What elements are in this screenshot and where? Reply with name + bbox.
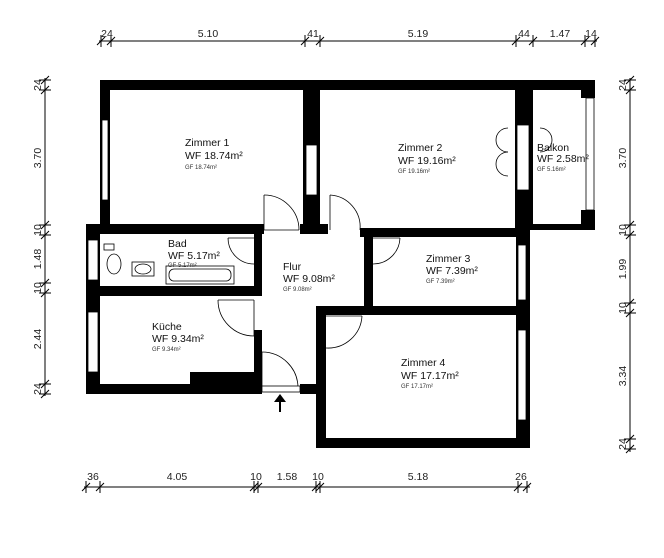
top-dim-4: 5.19 (408, 28, 429, 40)
room-wf: WF 9.34m² (152, 333, 204, 345)
room-name: Küche (152, 321, 182, 333)
room-name: Zimmer 4 (401, 357, 445, 369)
window-zimmer4 (517, 329, 527, 421)
room-name: Bad (168, 238, 187, 250)
room-bad: Bad WF 5.17m² GF 5.17m² (168, 238, 220, 269)
right-dim-3: 10 (617, 224, 629, 236)
room-name: Zimmer 2 (398, 142, 442, 154)
left-dim-4: 1.48 (32, 249, 44, 270)
bottom-dim-5: 10 (312, 471, 324, 483)
room-name: Balkon (537, 142, 569, 154)
door-entrance (261, 351, 301, 393)
window-zimmer3 (517, 244, 527, 301)
right-dim-5: 10 (617, 302, 629, 314)
bottom-dim-4: 1.58 (277, 471, 298, 483)
windows (87, 97, 595, 421)
top-dimension-chain: 24 5.10 41 5.19 44 1.47 14 (96, 28, 600, 47)
left-dim-2: 3.70 (32, 148, 44, 169)
bottom-dim-2: 4.05 (167, 471, 188, 483)
bottom-dim-6: 5.18 (408, 471, 429, 483)
top-dim-7: 14 (585, 28, 597, 40)
bathtub-icon (165, 265, 235, 285)
left-dim-6: 2.44 (32, 329, 44, 350)
room-wf: WF 9.08m² (283, 273, 335, 285)
room-gf: GF 5.16m² (537, 167, 566, 173)
room-zimmer1: Zimmer 1 WF 18.74m² GF 18.74m² (185, 137, 243, 171)
bottom-dimension-chain: 36 4.05 10 1.58 10 5.18 26 (81, 471, 532, 493)
entrance-arrow-icon (274, 394, 286, 412)
sink-icon (131, 261, 155, 277)
door-zimmer2 (329, 194, 361, 231)
left-dim-1: 24 (32, 79, 44, 91)
door-zimmer4 (325, 315, 363, 349)
door-bad (227, 237, 255, 265)
room-gf: GF 18.74m² (185, 165, 217, 171)
right-dim-4: 1.99 (617, 259, 629, 280)
room-flur: Flur WF 9.08m² GF 9.08m² (283, 261, 335, 293)
left-dim-3: 10 (32, 224, 44, 236)
top-dim-3: 41 (307, 28, 319, 40)
window-kueche (87, 311, 99, 373)
room-gf: GF 5.17m² (168, 263, 197, 269)
door-zimmer3 (372, 237, 401, 265)
room-wf: WF 5.17m² (168, 250, 220, 262)
room-kueche: Küche WF 9.34m² GF 9.34m² (152, 321, 204, 353)
toilet-icon (103, 243, 122, 275)
bottom-dim-7: 26 (515, 471, 527, 483)
room-gf: GF 9.08m² (283, 287, 312, 293)
room-wf: WF 7.39m² (426, 265, 478, 277)
right-dim-7: 24 (617, 438, 629, 450)
window-zimmer1 (101, 119, 109, 201)
room-zimmer2: Zimmer 2 WF 19.16m² GF 19.16m² (398, 142, 456, 175)
window-balkon-left (516, 124, 530, 191)
room-gf: GF 7.39m² (426, 279, 455, 285)
right-dim-1: 24 (617, 79, 629, 91)
door-zimmer1 (263, 194, 300, 231)
door-balkon (495, 127, 553, 177)
room-name: Flur (283, 261, 302, 273)
room-wf: WF 18.74m² (185, 150, 243, 162)
room-name: Zimmer 3 (426, 253, 470, 265)
bottom-dim-3: 10 (250, 471, 262, 483)
left-dim-5: 10 (32, 282, 44, 294)
window-balkon (585, 97, 595, 211)
left-dimension-chain: 24 3.70 10 1.48 10 2.44 24 (32, 75, 51, 399)
top-dim-5: 44 (518, 28, 530, 40)
window-zimmer1-partition (305, 144, 318, 196)
top-dim-6: 1.47 (550, 28, 571, 40)
right-dimension-chain: 24 3.70 10 1.99 10 3.34 24 (617, 75, 636, 454)
room-balkon: Balkon WF 2.58m² GF 5.16m² (537, 142, 589, 173)
right-dim-6: 3.34 (617, 366, 629, 387)
room-wf: WF 17.17m² (401, 370, 459, 382)
room-gf: GF 17.17m² (401, 384, 433, 390)
room-wf: WF 2.58m² (537, 153, 589, 165)
room-gf: GF 9.34m² (152, 347, 181, 353)
right-dim-2: 3.70 (617, 148, 629, 169)
top-dim-1: 24 (101, 28, 113, 40)
bottom-dim-1: 36 (87, 471, 99, 483)
window-bad (87, 239, 99, 281)
room-zimmer3: Zimmer 3 WF 7.39m² GF 7.39m² (426, 253, 478, 285)
left-dim-7: 24 (32, 383, 44, 395)
room-gf: GF 19.16m² (398, 169, 430, 175)
bathroom-fixtures (103, 243, 235, 285)
room-name: Zimmer 1 (185, 137, 229, 149)
room-zimmer4: Zimmer 4 WF 17.17m² GF 17.17m² (401, 357, 459, 390)
doors (217, 127, 553, 393)
room-wf: WF 19.16m² (398, 155, 456, 167)
door-kueche (217, 299, 255, 337)
top-dim-2: 5.10 (198, 28, 219, 40)
